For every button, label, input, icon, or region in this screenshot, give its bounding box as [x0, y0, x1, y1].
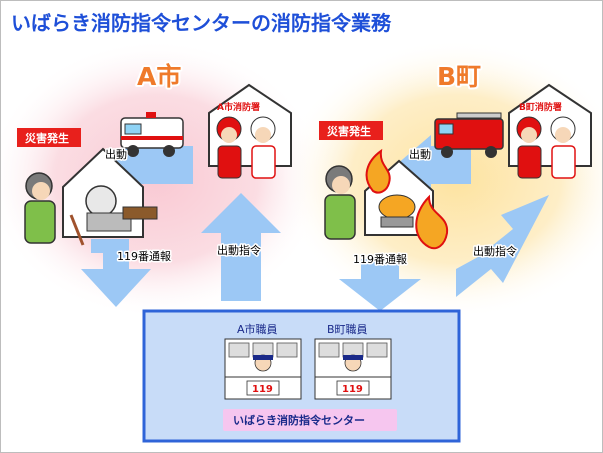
dispatch-console-b: 119: [314, 338, 392, 400]
fire-station-a: A市消防署: [208, 83, 292, 179]
dispatch-label-b: 出動: [409, 147, 431, 161]
call-arrow-b: [339, 259, 421, 311]
order-label-a: 出動指令: [217, 243, 261, 257]
order-arrow-b: [456, 195, 549, 297]
disaster-tag-a-text: 災害発生: [24, 131, 69, 145]
elderly-person-icon: [24, 172, 85, 246]
disaster-tag-b: [319, 121, 383, 140]
staff-a-label: A市職員: [237, 322, 278, 336]
region-b-name: B町: [437, 62, 481, 91]
firefighter-icon: [216, 116, 276, 179]
order-label-b: 出動指令: [473, 244, 517, 258]
staff-b-label: B町職員: [327, 323, 368, 336]
region-a-name: A市: [137, 62, 181, 91]
house-a-icon: [62, 147, 158, 238]
fire-icon: [365, 148, 449, 250]
dispatch-console-a: 119: [224, 338, 302, 400]
fire-station-b: B町消防署: [508, 83, 592, 179]
call-label-b: 119番通報: [353, 253, 407, 266]
console-b-119: 119: [342, 384, 363, 395]
center-name: いばらき消防指令センター: [233, 413, 365, 427]
console-a-119: 119: [252, 384, 273, 395]
order-arrow-a: [201, 193, 281, 301]
page-title: いばらき消防指令センターの消防指令業務: [11, 11, 392, 35]
dispatch-label-a: 出動: [105, 147, 127, 161]
ambulance-icon: [120, 112, 184, 157]
disaster-tag-b-text: 災害発生: [326, 124, 371, 138]
fire-station-a-name: A市消防署: [217, 101, 260, 113]
call-arrow-a: [81, 239, 151, 307]
call-label-a: 119番通報: [117, 250, 171, 263]
person-b-icon: [324, 165, 356, 240]
center-name-badge: [223, 409, 397, 431]
fire-station-b-name: B町消防署: [519, 101, 562, 113]
firefighter-icon: [516, 116, 576, 179]
disaster-tag-a: [17, 128, 81, 147]
fire-truck-icon: [434, 112, 504, 158]
